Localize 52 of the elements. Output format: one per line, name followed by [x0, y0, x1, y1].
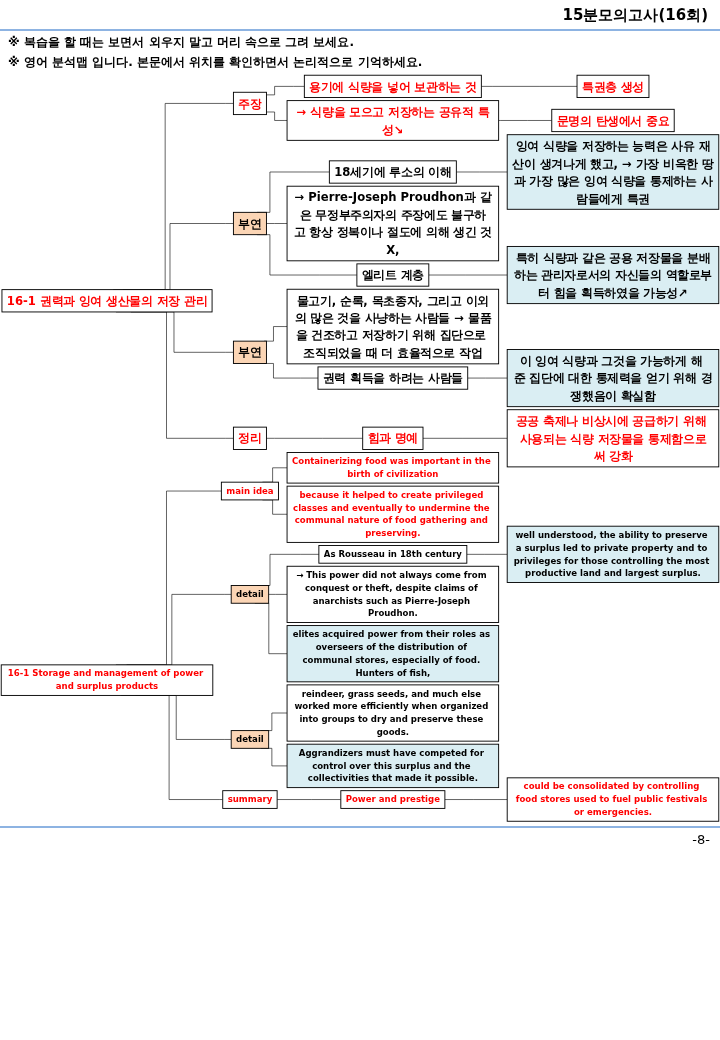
node-box: detail: [230, 730, 270, 749]
instruction-note: ※ 복습을 할 때는 보면서 외우지 말고 머리 속으로 그려 보세요.: [8, 34, 355, 51]
node-box: detail: [230, 585, 270, 604]
node-box: 부연: [232, 340, 267, 364]
connector: [276, 799, 342, 800]
node-box: 이 잉여 식량과 그것을 가능하게 해 준 집단에 대한 통제력을 얻기 위해 경쟁했음이 확실함: [506, 349, 720, 408]
node-box: 엘리트 계층: [356, 263, 430, 287]
node-box: 권력 획득을 하려는 사람들: [317, 366, 469, 390]
node-box: Aggrandizers must have competed for control over this surplus and the collectivities that made it possible.: [286, 743, 500, 789]
instruction-note: ※ 영어 분석맵 입니다. 본문에서 위치를 확인하면서 논리적으로 기억하세요.: [8, 54, 424, 71]
node-box: 물고기, 순록, 목초종자, 그리고 이외의 많은 것을 사냥하는 사람들 → 물품을 건조하고 저장하기 위해 집단으로 조직되었을 때 더 효율적으로 작업: [286, 288, 500, 365]
connector: [481, 86, 578, 87]
connector: [428, 274, 508, 276]
node-box: As Rousseau in 18th century: [318, 545, 468, 564]
page-title: 15분모의고사(16회): [0, 0, 720, 31]
node-box: → 식량을 모으고 저장하는 공유적 특성↘: [286, 100, 500, 141]
connector: [422, 438, 508, 439]
node-box: → This power did not always come from conquest or theft, despite claims of anarchists such as Pierre-Joseph Proudhon.: [286, 565, 500, 623]
page-number: -8-: [0, 826, 720, 852]
node-box: 18세기에 루소의 이해: [328, 160, 457, 184]
node-box: 부연: [232, 211, 267, 236]
node-box: 특히 식량과 같은 공용 저장물을 분배하는 관리자로서의 자신들의 역할로부터 힘을 획득하였을 가능성↗: [506, 246, 720, 305]
node-box: 용기에 식량을 넣어 보관하는 것: [303, 74, 482, 98]
node-box: reindeer, grass seeds, and much else worked more efficiently when organized into groups to dry and preserve these goods.: [286, 684, 500, 742]
node-box: 특권층 생성: [576, 74, 650, 98]
node-box: → Pierre-Joseph Proudhon과 같은 무정부주의자의 주장에도 불구하고 항상 정복이나 절도에 의해 생긴 것X,: [286, 185, 500, 262]
node-box: 주장: [232, 91, 267, 116]
connector: [266, 86, 305, 96]
node-box: 공공 축제나 비상시에 공급하기 위해 사용되는 식량 저장물을 통제함으로써 강화: [506, 409, 720, 468]
node-box: 잉여 식량을 저장하는 능력은 사유 재산이 생겨나게 했고, → 가장 비옥한 땅과 가장 많은 잉여 식량을 통제하는 사람들에게 특권: [506, 134, 720, 210]
node-box: 16-1 Storage and management of power and surplus products: [0, 664, 214, 696]
connector: [466, 554, 508, 555]
node-box: 정리: [232, 426, 267, 450]
connector: [266, 223, 288, 224]
connector: [467, 377, 508, 379]
node-box: 16-1 권력과 잉여 생산물의 저장 관리: [1, 289, 213, 313]
connector: [456, 171, 508, 173]
node-box: 힘과 명예: [362, 426, 424, 450]
node-box: elites acquired power from their roles as overseers of the distribution of communal stores, especially of food. Hunters of fish,: [286, 625, 500, 683]
connector: [444, 799, 508, 800]
node-box: 문명의 탄생에서 중요: [551, 108, 675, 133]
node-box: well understood, the ability to preserve a surplus led to private property and to privileges for those controlling the most productive land and largest surplus.: [506, 525, 720, 583]
node-box: because it helped to create privileged classes and eventually to undermine the communal nature of food gathering and preserving.: [286, 485, 500, 543]
node-box: Power and prestige: [340, 790, 446, 809]
connector: [268, 594, 288, 595]
node-box: could be consolidated by controlling food stores used to fuel public festivals or emergencies.: [506, 777, 720, 822]
node-box: summary: [222, 790, 278, 809]
connector: [266, 438, 363, 439]
connector: [266, 111, 288, 121]
node-box: main idea: [220, 481, 279, 501]
connector: [498, 120, 553, 121]
node-box: Containerizing food was important in the birth of civilization: [286, 452, 500, 484]
